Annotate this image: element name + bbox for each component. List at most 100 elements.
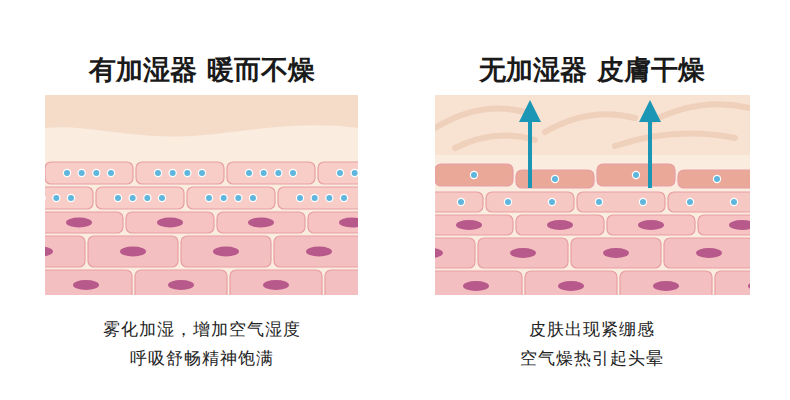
outer-skin-layer xyxy=(435,95,750,155)
water-dot xyxy=(45,194,46,201)
skin-cell xyxy=(45,212,123,233)
skin-cell xyxy=(571,238,661,268)
cell-nucleus xyxy=(306,247,332,257)
skin-cell xyxy=(678,170,750,188)
cell-nucleus xyxy=(73,280,99,290)
water-dot xyxy=(551,175,558,182)
skin-cell xyxy=(136,162,224,184)
skin-cell xyxy=(126,212,214,233)
water-dot xyxy=(336,169,343,176)
water-dot xyxy=(129,194,136,201)
cell-nucleus xyxy=(510,248,536,258)
water-dot xyxy=(713,175,720,182)
skin-flake xyxy=(545,114,635,132)
water-dot xyxy=(114,194,121,201)
skin-cell xyxy=(45,236,85,267)
skin-cell xyxy=(181,236,271,267)
skin-cell xyxy=(516,215,604,235)
skin-cell xyxy=(664,238,750,268)
skin-flake xyxy=(615,134,735,147)
skin-flake xyxy=(435,108,525,128)
skin-cell xyxy=(620,271,712,295)
water-dot xyxy=(245,169,252,176)
water-dot xyxy=(205,194,212,201)
skin-cell xyxy=(435,238,475,268)
skin-cell xyxy=(96,187,184,209)
cell-nucleus xyxy=(213,247,239,257)
skin-cell xyxy=(318,162,358,184)
dry-skin-panel xyxy=(435,95,750,295)
water-dot xyxy=(93,169,100,176)
cell-nucleus xyxy=(263,280,289,290)
water-dot xyxy=(78,169,85,176)
caption-line: 雾化加湿，增加空气湿度 xyxy=(103,318,301,341)
skin-cell xyxy=(45,270,132,295)
skin-cell xyxy=(597,164,675,186)
skin-cell xyxy=(668,192,750,212)
cell-nucleus xyxy=(558,281,584,291)
water-dot xyxy=(548,198,555,205)
moist-skin-panel xyxy=(45,95,358,295)
water-dot xyxy=(457,198,464,205)
skin-cell xyxy=(577,192,665,212)
water-dot xyxy=(504,198,511,205)
arrow-head xyxy=(639,100,661,122)
caption-line: 皮肤出现紧绷感 xyxy=(529,318,655,341)
cell-nucleus xyxy=(696,248,722,258)
water-dot xyxy=(351,169,358,176)
panel-heading: 有加湿器 暖而不燥 xyxy=(89,52,314,88)
cell-nucleus xyxy=(547,220,573,230)
cell-nucleus xyxy=(638,220,664,230)
caption-line: 呼吸舒畅精神饱满 xyxy=(130,347,274,370)
water-dot xyxy=(154,169,161,176)
water-dot xyxy=(595,198,602,205)
caption-line: 空气燥热引起头晕 xyxy=(520,347,664,370)
skin-flake xyxy=(455,136,535,149)
arrow-head xyxy=(519,100,541,122)
skin-cell xyxy=(227,162,315,184)
water-dot xyxy=(632,171,639,178)
evaporation-arrow xyxy=(528,118,532,188)
skin-cell xyxy=(715,271,750,295)
skin-cell xyxy=(486,192,574,212)
water-dot xyxy=(107,169,114,176)
cell-nucleus xyxy=(748,281,750,291)
water-dot xyxy=(639,198,646,205)
cell-nucleus xyxy=(456,220,482,230)
cell-nucleus xyxy=(248,218,274,228)
water-dot xyxy=(730,198,737,205)
skin-cell xyxy=(88,236,178,267)
water-dot xyxy=(340,194,347,201)
water-dot xyxy=(63,169,70,176)
water-dot xyxy=(235,194,242,201)
skin-cell xyxy=(698,215,750,235)
cell-nucleus xyxy=(729,220,750,230)
skin-cell xyxy=(274,236,358,267)
water-dot xyxy=(296,194,303,201)
cell-nucleus xyxy=(157,218,183,228)
water-dot xyxy=(311,194,318,201)
skin-cell xyxy=(45,162,133,184)
water-dot xyxy=(249,194,256,201)
water-dot xyxy=(144,194,151,201)
skin-cell xyxy=(308,212,358,233)
cell-nucleus xyxy=(435,248,443,258)
water-dot xyxy=(67,194,74,201)
cell-nucleus xyxy=(120,247,146,257)
water-dot xyxy=(220,194,227,201)
water-dot xyxy=(198,169,205,176)
skin-cell xyxy=(187,187,275,209)
water-dot xyxy=(326,194,333,201)
water-dot xyxy=(169,169,176,176)
water-dot xyxy=(289,169,296,176)
skin-cell xyxy=(435,192,483,212)
water-dot xyxy=(158,194,165,201)
skin-cell xyxy=(435,215,513,235)
skin-cell xyxy=(135,270,227,295)
skin-cell xyxy=(516,170,594,188)
cell-nucleus xyxy=(66,218,92,228)
skin-cell xyxy=(217,212,305,233)
water-dot xyxy=(184,169,191,176)
cell-nucleus xyxy=(339,218,358,228)
water-dot xyxy=(53,194,60,201)
